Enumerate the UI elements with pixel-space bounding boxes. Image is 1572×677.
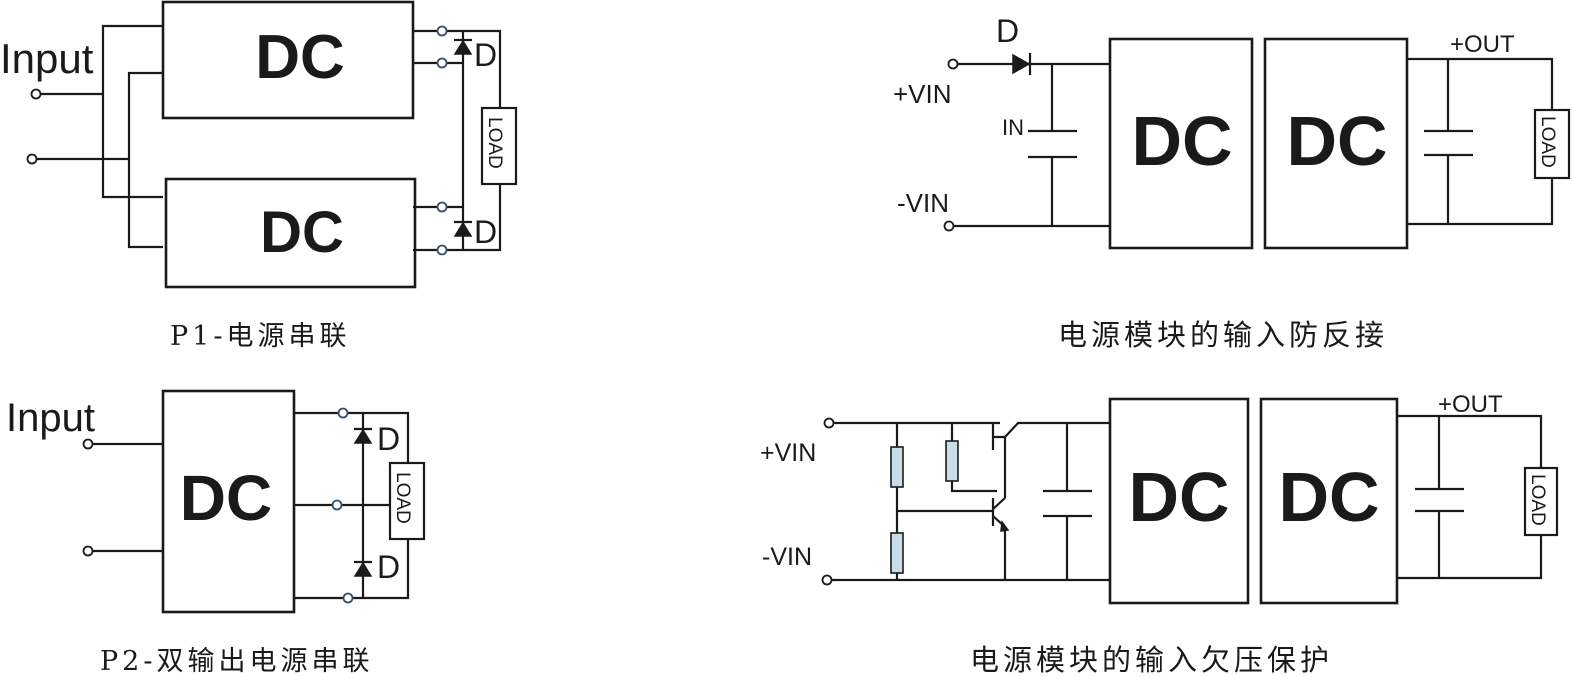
uv-plus-vin-label: +VIN [760,439,816,467]
p2-input-label: Input [6,396,95,440]
p1-input-wire-2 [36,71,163,249]
rp-in-label: IN [1002,115,1024,140]
rp-plus-out-label: +OUT [1450,31,1515,58]
p1-dc-module-bottom [164,177,417,289]
uv-output-wires [1397,414,1543,580]
uv-caption: 电源模块的输入欠压保护 [970,643,1333,677]
rp-caption: 电源模块的输入防反接 [1058,318,1388,352]
p2-dc-module [161,389,296,614]
p1-caption: P1-电源串联 [170,321,350,352]
p1-input-label: Input [0,35,94,82]
rp-minus-vin-terminal [943,220,955,232]
uv-resistor-r1 [890,446,904,488]
p2-input-wires [88,442,163,553]
p1-out-terminal-4 [436,244,448,256]
p2-caption: P2-双输出电源串联 [100,646,373,677]
rp-load-label: LOAD [1537,116,1558,168]
rp-plus-vin-label: +VIN [893,79,952,109]
rp-dc-module-1 [1108,37,1254,250]
uv-resistor-r2 [890,532,904,574]
uv-minus-vin-terminal [821,574,833,586]
p1-load-label: LOAD [484,117,505,169]
p2-diode-top-label: D [377,421,400,457]
p1-input-terminal-2 [26,153,38,165]
uv-minus-vin-label: -VIN [762,543,812,571]
p1-out-terminal-2 [436,57,448,69]
p2-out-terminal-2 [331,499,343,511]
p2-diode-bottom-label: D [377,549,400,585]
p1-dc-module-top [161,0,415,120]
rp-diode-label: D [996,13,1019,49]
p1-diode-top-label: D [474,37,497,73]
p2-out-terminal-1 [337,407,349,419]
uv-plus-vin-terminal [823,417,835,429]
p1-out-terminal-1 [436,25,448,37]
p1-input-wire-1 [40,24,163,199]
p1-series-circuit: Input DC DC D D LOAD P1-电源串联 [0,0,518,352]
rp-dc-module-2 [1263,37,1409,250]
rp-input-wires [949,62,1110,228]
rp-dc-label-1: DC [1131,102,1232,180]
p1-out-terminal-3 [436,201,448,213]
uv-dc-module-1 [1108,397,1250,605]
p2-diode-top [353,428,373,444]
undervoltage-protection-circuit: +VIN -VIN +OUT DC DC LOAD 电源模块的输入欠压保护 [760,391,1559,677]
rp-minus-vin-label: -VIN [897,188,949,218]
rp-diode [1012,53,1031,75]
p1-dc-label-bottom: DC [260,200,344,265]
p2-dc-label: DC [180,462,272,534]
p1-diode-bottom-label: D [474,214,497,250]
uv-input-wires [827,421,1110,582]
uv-transistor-arrow [1000,520,1010,532]
uv-dc-label-2: DC [1278,458,1379,536]
uv-load-resistor [1523,466,1559,537]
rp-output-wires [1407,57,1554,226]
rp-dc-label-2: DC [1286,102,1387,180]
p2-input-terminal-2 [82,545,94,557]
p2-load-resistor [388,461,426,541]
rp-load-resistor [1533,108,1571,180]
p1-load-resistor [480,106,518,186]
p2-diode-bottom [353,561,373,577]
p1-diode-bottom [453,221,473,237]
p1-dc-label-top: DC [255,23,345,92]
uv-dc-label-1: DC [1128,458,1229,536]
p2-load-label: LOAD [392,472,413,524]
uv-dc-module-2 [1259,397,1399,605]
rp-plus-vin-terminal [947,58,959,70]
reverse-protection-circuit: D +VIN -VIN IN +OUT DC DC LOAD 电源模块的输入防反… [893,13,1571,352]
uv-resistor-r3 [945,440,959,482]
p2-dual-output-circuit: Input DC D D LOAD P2-双输出电源串联 [6,389,426,677]
uv-load-label: LOAD [1527,474,1548,526]
uv-plus-out-label: +OUT [1438,391,1503,418]
p2-out-terminal-3 [342,592,354,604]
p2-input-terminal-1 [82,438,94,450]
p1-diode-top [453,39,473,55]
p1-input-terminal-1 [30,88,42,100]
p2-output-wires [294,411,410,600]
